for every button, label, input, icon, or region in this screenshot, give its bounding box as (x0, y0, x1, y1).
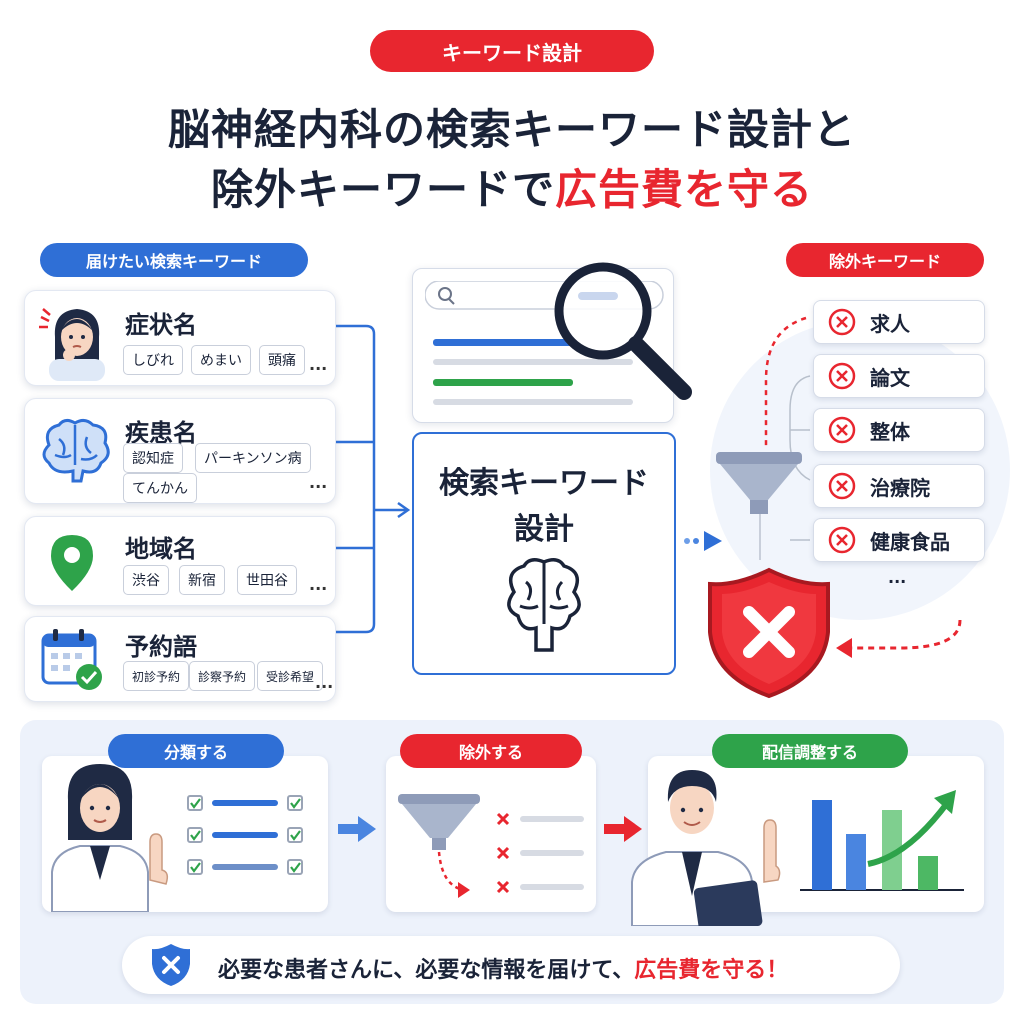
exclude-item-2: 論文 (813, 354, 985, 398)
keyword-design-box (412, 432, 676, 675)
design-title-line2: 設計 (514, 512, 574, 547)
card-title-symptom: 症状名 (125, 311, 197, 339)
page-title-line2: 除外キーワードで広告費を守る (0, 156, 1024, 217)
page-title-line1: 脳神経内科の検索キーワード設計と (167, 105, 856, 154)
keyword-card-booking: 予約語 初診予約 診察予約 受診希望 ... (24, 616, 336, 702)
exclude-item-label: 健康食品 (870, 529, 950, 554)
header-tag: キーワード設計 (370, 30, 654, 72)
title-prefix: 除外キーワードで (210, 165, 555, 214)
shield-block-icon (708, 567, 830, 699)
exclude-item-5: 健康食品 (813, 518, 985, 562)
section-label-exclude-keywords: 除外キーワード (786, 243, 984, 277)
more-area: ... (309, 575, 328, 594)
exclude-x-icon (828, 526, 856, 554)
magnifier-icon (554, 262, 692, 400)
more-booking: ... (315, 673, 334, 692)
card-title-disease: 疾患名 (125, 419, 197, 447)
checklist-icon (187, 795, 303, 875)
chip-area-1: 渋谷 (123, 565, 169, 595)
section-label-target-keywords: 届けたい検索キーワード (40, 243, 308, 277)
footer-text: 必要な患者さんに、必要な情報を届けて、 (218, 958, 635, 983)
footer-message: 必要な患者さんに、必要な情報を届けて、広告費を守る！ (218, 952, 788, 984)
location-pin-icon (51, 535, 93, 591)
step-label-adjust: 配信調整する (712, 734, 908, 768)
exclude-item-4: 治療院 (813, 464, 985, 508)
design-title-line1: 検索キーワード (439, 466, 649, 501)
calendar-check-icon (41, 629, 102, 690)
exclude-more: ... (888, 568, 907, 587)
keyword-card-area: 地域名 渋谷 新宿 世田谷 ... (24, 516, 336, 606)
chip-disease-2: パーキンソン病 (195, 443, 311, 473)
connector-lines (336, 324, 411, 634)
chip-disease-1: 認知症 (123, 443, 183, 473)
exclude-item-1: 求人 (813, 300, 985, 344)
chip-booking-3: 受診希望 (257, 661, 324, 691)
shield-check-icon (152, 944, 190, 986)
exclude-x-icon (828, 362, 856, 390)
exclude-x-icon (828, 308, 856, 336)
exclude-x-icon (828, 416, 856, 444)
exclude-item-label: 治療院 (870, 475, 930, 500)
keyword-card-symptom: 症状名 しびれ めまい 頭痛 ... (24, 290, 336, 386)
arrow-step-1 (338, 816, 376, 842)
brain-icon (42, 418, 110, 483)
female-doctor-illustration (51, 764, 169, 912)
chip-symptom-3: 頭痛 (259, 345, 305, 375)
footer-message-bar (122, 936, 900, 994)
exclude-x-icon (828, 472, 856, 500)
exclude-item-label: 求人 (870, 311, 910, 336)
chip-booking-1: 初診予約 (123, 661, 190, 691)
more-symptom: ... (309, 355, 328, 374)
chip-symptom-1: しびれ (123, 345, 183, 375)
chip-booking-2: 診察予約 (189, 661, 256, 691)
chip-area-2: 新宿 (179, 565, 225, 595)
arrow-step-2 (604, 816, 642, 842)
filter-funnel-icon (716, 452, 802, 514)
title-highlight: 広告費を守る (555, 165, 814, 214)
step-label-exclude: 除外する (400, 734, 582, 768)
chip-symptom-2: めまい (191, 345, 251, 375)
male-doctor-illustration (631, 770, 781, 926)
chip-disease-3: てんかん (123, 473, 197, 503)
chip-area-3: 世田谷 (237, 565, 297, 595)
footer-highlight: 広告費を守る！ (634, 958, 789, 983)
exclude-item-label: 論文 (870, 365, 910, 390)
step-label-classify: 分類する (108, 734, 284, 768)
card-title-booking: 予約語 (125, 633, 197, 661)
exclude-item-label: 整体 (870, 419, 910, 444)
arrow-to-filter (684, 531, 722, 551)
exclude-process-icon (398, 794, 584, 898)
card-title-area: 地域名 (125, 535, 197, 563)
exclude-item-3: 整体 (813, 408, 985, 452)
growth-chart-icon (800, 790, 964, 891)
brain-outline-icon (507, 558, 581, 652)
keyword-card-disease: 疾患名 認知症 パーキンソン病 てんかん ... (24, 398, 336, 504)
woman-thinking-icon (39, 308, 105, 381)
more-disease: ... (309, 473, 328, 492)
